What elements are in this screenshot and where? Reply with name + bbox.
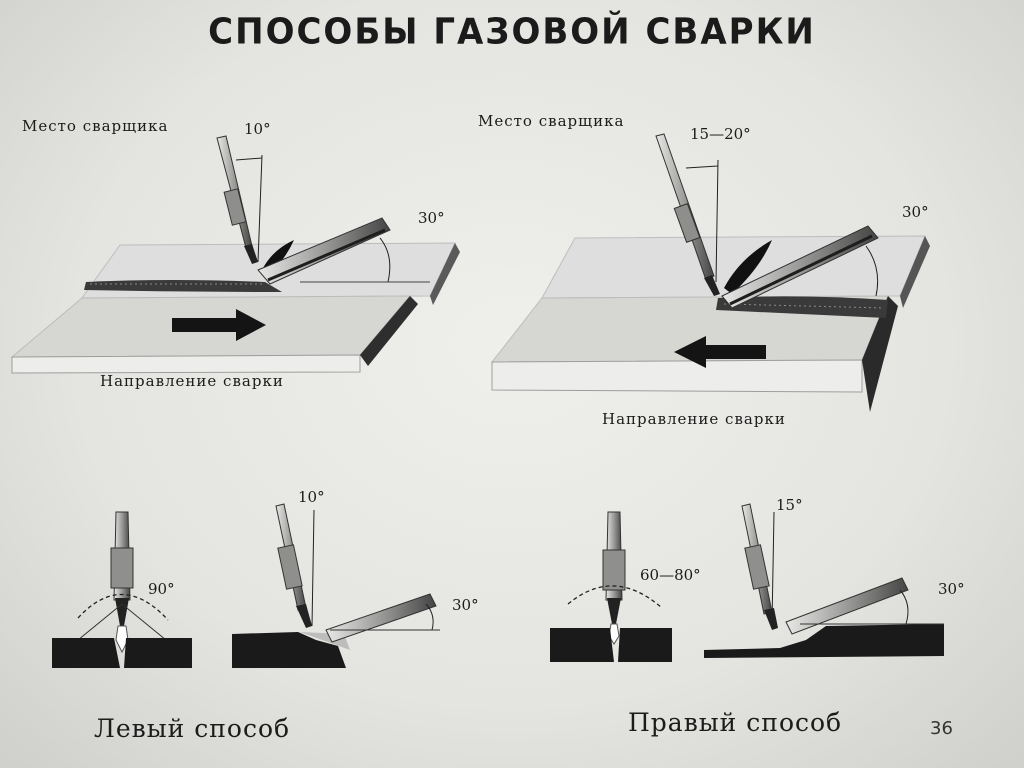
page-title: СПОСОБЫ ГАЗОВОЙ СВАРКИ — [208, 11, 816, 53]
right-method-section-side — [704, 503, 944, 658]
direction-label-left: Направление сварки — [100, 372, 284, 390]
torch-angle-right-bottom: 15° — [776, 496, 803, 514]
welder-place-label-left: Место сварщика — [22, 117, 169, 135]
right-method-section-flame — [550, 511, 672, 662]
torch-angle-right-top: 15—20° — [690, 125, 751, 143]
torch-angle-left-bottom: 10° — [298, 488, 325, 506]
welder-place-label-right: Место сварщика — [478, 112, 625, 130]
torch-right-top — [655, 133, 720, 296]
left-method-perspective — [10, 135, 460, 374]
rod-angle-left-top: 30° — [418, 209, 445, 227]
weld-bead-right — [716, 296, 888, 318]
left-method-section-side — [232, 503, 440, 668]
weld-bead-left — [84, 280, 282, 292]
right-method-perspective — [490, 133, 930, 412]
right-method-caption: Правый способ — [628, 708, 843, 737]
flame-angle-left: 90° — [148, 580, 175, 598]
rod-angle-right-bottom: 30° — [938, 580, 965, 598]
rod-angle-right-top: 30° — [902, 203, 929, 221]
flame-right-top — [724, 240, 772, 294]
direction-arrow-right — [172, 309, 266, 341]
left-method-section-flame — [52, 511, 192, 668]
direction-label-right: Направление сварки — [602, 410, 786, 428]
filler-rod-right-top — [721, 225, 879, 309]
torch-angle-left-top: 10° — [244, 120, 271, 138]
page-number: 36 — [930, 718, 953, 739]
rod-angle-left-bottom: 30° — [452, 596, 479, 614]
left-method-caption: Левый способ — [94, 714, 291, 743]
direction-arrow-left — [674, 336, 766, 368]
torch-left-top — [216, 135, 258, 264]
filler-rod-left-top — [257, 217, 391, 285]
flame-angle-right: 60—80° — [640, 566, 701, 584]
